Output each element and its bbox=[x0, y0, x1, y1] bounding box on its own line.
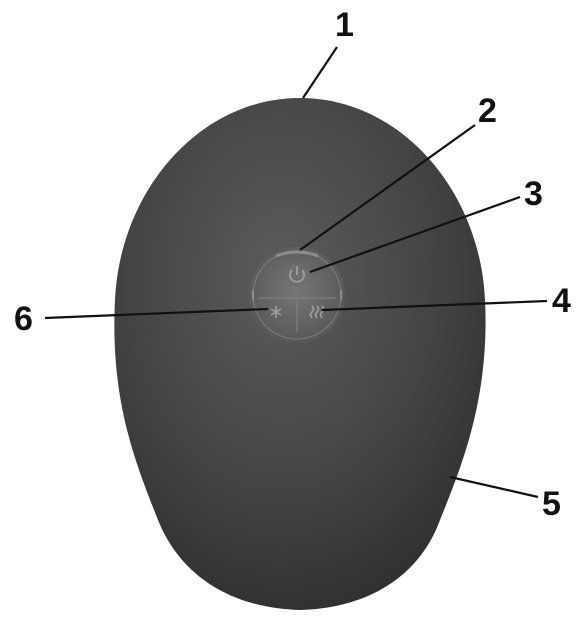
leader-line-5 bbox=[450, 477, 538, 497]
control-panel bbox=[249, 247, 345, 343]
callout-2: 2 bbox=[478, 92, 497, 130]
callout-6: 6 bbox=[14, 300, 33, 338]
power-button[interactable] bbox=[286, 264, 308, 286]
callout-4: 4 bbox=[552, 282, 571, 320]
callout-1: 1 bbox=[335, 6, 354, 44]
brand-logo: beurer bbox=[271, 545, 330, 564]
callout-3: 3 bbox=[524, 175, 543, 213]
leader-line-1 bbox=[303, 47, 337, 98]
callout-5: 5 bbox=[542, 485, 561, 523]
device-body bbox=[114, 98, 485, 610]
